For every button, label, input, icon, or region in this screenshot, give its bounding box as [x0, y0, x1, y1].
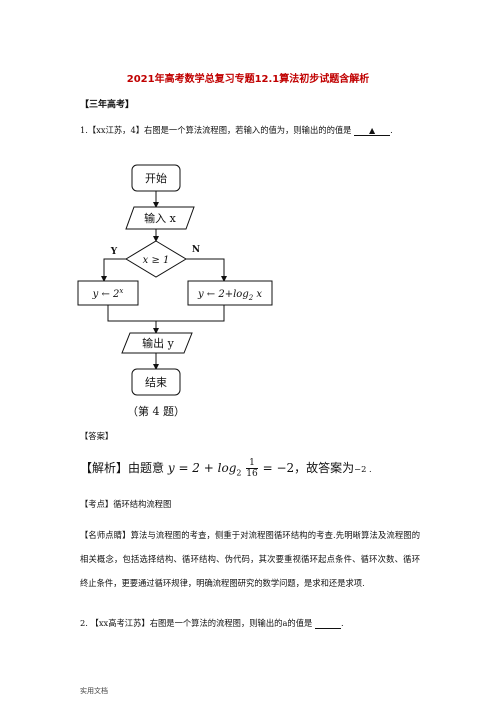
- page-title: 2021年高考数学总复习专题12.1算法初步试题含解析: [126, 74, 370, 85]
- analysis-equals: = −2: [262, 461, 295, 475]
- question-1-end: .: [390, 125, 393, 135]
- analysis-line: 【解析】由题意 y = 2 + log2 1 16 = −2，故答案为−2 .: [80, 458, 372, 479]
- analysis-log-base: 2: [236, 468, 242, 478]
- figure-caption: （第 4 题）: [127, 404, 185, 418]
- analysis-head: 【解析】由题意: [80, 461, 165, 475]
- mingshi-paragraph: 【名师点睛】算法与流程图的考查，侧重于对流程图循环结构的考查.先明晰算法及流程图…: [80, 530, 420, 588]
- yes-process-node: [77, 280, 139, 306]
- question-1-text: 1.【xx江苏，4】右图是一个算法流程图，若输入的值为，则输出的的值是: [80, 125, 352, 135]
- question-1: 1.【xx江苏，4】右图是一个算法流程图，若输入的值为，则输出的的值是 ▲.: [80, 124, 393, 136]
- input-label: 输入 x: [144, 211, 176, 225]
- question-2-text: 2. 【xx高考江苏】右图是一个算法的流程图，则输出的a的值是: [80, 618, 313, 628]
- decision-node: [125, 240, 187, 278]
- question-2: 2. 【xx高考江苏】右图是一个算法的流程图，则输出的a的值是 .: [80, 617, 344, 629]
- analysis-fraction: 1 16: [246, 458, 258, 479]
- yes-label: Y: [110, 247, 118, 257]
- yes-box-label: y ← 2x: [92, 287, 124, 300]
- no-box-label: y ← 2+log2 x: [197, 289, 262, 302]
- analysis-answer: −2 .: [354, 464, 372, 474]
- end-label: 结束: [145, 376, 167, 389]
- answer-label: 【答案】: [80, 431, 114, 441]
- no-label: N: [192, 245, 200, 255]
- input-node: [125, 206, 195, 230]
- answer-blank: ▲: [354, 126, 391, 136]
- output-node: [121, 332, 193, 354]
- start-label: 开始: [145, 171, 167, 185]
- question-2-end: .: [340, 618, 344, 628]
- analysis-expression: y = 2 + log: [167, 461, 237, 475]
- page-footer: 实用文档: [80, 687, 108, 695]
- kaodian-line: 【考点】循环结构流程图: [80, 499, 172, 509]
- end-node: [131, 368, 181, 396]
- flowchart: 开始 输入 x x ≥ 1 Y N y ← 2x y ← 2+log2 x 输出…: [77, 164, 273, 418]
- analysis-tail: ，故答案为: [294, 461, 355, 475]
- no-process-node: [187, 280, 273, 306]
- section-heading: 【三年高考】: [80, 100, 135, 110]
- condition-label: x ≥ 1: [143, 255, 170, 266]
- output-label: 输出 y: [142, 336, 174, 350]
- answer-blank-2: [314, 619, 341, 629]
